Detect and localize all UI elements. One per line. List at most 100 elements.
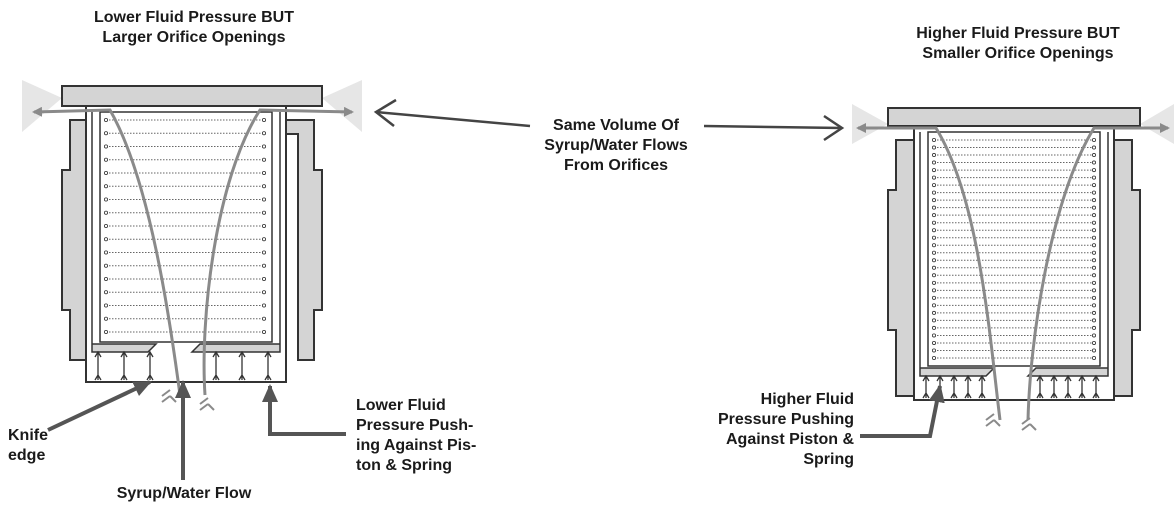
knife-edge-line-2: edge	[8, 447, 46, 464]
spring-coil-end	[104, 303, 109, 308]
spring-coil-end	[1092, 273, 1097, 278]
left-flow-line-2	[202, 106, 354, 396]
spring-coil-end	[932, 333, 937, 338]
pressure-arrow	[1078, 374, 1086, 399]
spring-coil-end	[932, 318, 937, 323]
spring-coil-end	[932, 160, 937, 165]
spring-coil-end	[932, 190, 937, 195]
spring-coil-end	[1092, 295, 1097, 300]
spring-coil-end	[1092, 303, 1097, 308]
left-spray-left	[22, 80, 62, 132]
right-flow-line-2	[1026, 123, 1170, 421]
spring-coil-end	[261, 329, 266, 334]
spring-coil-end	[104, 263, 109, 268]
spring-coil-end	[1092, 250, 1097, 255]
left-valve-unit	[22, 80, 362, 411]
right-spray-right	[1140, 104, 1174, 144]
spring-coil-end	[261, 276, 266, 281]
spring-coil-end	[932, 220, 937, 225]
spring-coil-end	[1092, 145, 1097, 150]
left-pressure-label: Lower Fluid Pressure Push- ing Against P…	[356, 396, 476, 476]
spring-coil-end	[1092, 228, 1097, 233]
spring-coil-end	[1092, 137, 1097, 142]
spring-coil-end	[932, 153, 937, 158]
left-pressure-callout-arrow	[262, 384, 346, 436]
spring-coil-end	[104, 329, 109, 334]
spring-coil-end	[1092, 325, 1097, 330]
pressure-arrow	[950, 374, 958, 399]
pressure-arrow	[94, 350, 102, 381]
left-title-line-2: Larger Orifice Openings	[102, 29, 286, 46]
spring-coil-end	[1092, 198, 1097, 203]
spring-coil-end	[932, 250, 937, 255]
spring-coil-end	[104, 144, 109, 149]
spring-coil-end	[932, 258, 937, 263]
pressure-arrow	[212, 350, 220, 381]
spring-coil-end	[261, 157, 266, 162]
knife-edge-line-1: Knife	[8, 427, 48, 444]
right-pressure-callout-arrow	[860, 384, 945, 438]
same-volume-arrowhead-left	[373, 98, 397, 127]
spring-coil-end	[932, 340, 937, 345]
spring-coil-end	[1092, 175, 1097, 180]
spring-coil-end	[1092, 310, 1097, 315]
spring-coil-end	[932, 325, 937, 330]
syrup-flow-label: Syrup/Water Flow	[116, 485, 252, 502]
pressure-arrow	[1050, 374, 1058, 399]
spring-coil-end	[932, 265, 937, 270]
spring-coil-end	[261, 197, 266, 202]
spring-coil-end	[104, 210, 109, 215]
spring-coil-end	[932, 205, 937, 210]
right-pressure-line-2: Pressure Pushing	[717, 411, 854, 428]
spring-coil-end	[932, 303, 937, 308]
spring-coil-end	[932, 198, 937, 203]
spring-coil-end	[104, 118, 109, 123]
left-pressure-line-3: ing Against Pis-	[356, 437, 477, 454]
pressure-arrow	[1092, 374, 1100, 399]
spring-coil-end	[932, 295, 937, 300]
pressure-arrow	[264, 350, 272, 381]
right-pressure-arrows	[922, 374, 1100, 399]
spring-coil-end	[932, 183, 937, 188]
right-pressure-line-3: Against Piston &	[725, 431, 854, 448]
spring-coil-end	[1092, 235, 1097, 240]
pressure-arrow	[120, 350, 128, 381]
spring-coil-end	[932, 243, 937, 248]
knife-edge-label: Knife edge	[8, 426, 48, 466]
left-flow-tail-2	[199, 397, 215, 411]
pressure-arrow	[978, 374, 986, 399]
spring-coil-end	[932, 137, 937, 142]
spring-coil-end	[104, 157, 109, 162]
spring-coil-end	[104, 170, 109, 175]
spring-coil-end	[1092, 340, 1097, 345]
center-label-line-1: Same Volume Of	[553, 117, 679, 134]
spring-coil-end	[1092, 348, 1097, 353]
spring-coil-end	[1092, 355, 1097, 360]
spring-coil-end	[261, 303, 266, 308]
spring-coil-end	[261, 170, 266, 175]
center-label-line-2: Syrup/Water Flows	[544, 137, 688, 154]
spring-coil-end	[932, 213, 937, 218]
right-spring	[932, 137, 1097, 360]
spring-coil-end	[932, 348, 937, 353]
spring-coil-end	[932, 310, 937, 315]
left-pressure-line-4: ton & Spring	[356, 457, 452, 474]
spring-coil-end	[261, 263, 266, 268]
spring-coil-end	[932, 288, 937, 293]
spring-coil-end	[1092, 280, 1097, 285]
right-flow-line-1	[856, 123, 1002, 421]
right-title-line-2: Smaller Orifice Openings	[922, 45, 1114, 62]
right-pressure-line-1: Higher Fluid	[760, 391, 854, 408]
spring-coil-end	[932, 175, 937, 180]
spring-coil-end	[104, 237, 109, 242]
spring-coil-end	[1092, 288, 1097, 293]
spring-coil-end	[932, 168, 937, 173]
spring-coil-end	[1092, 213, 1097, 218]
spring-coil-end	[1092, 318, 1097, 323]
left-piston	[91, 112, 281, 353]
spring-coil-end	[104, 276, 109, 281]
spring-coil-end	[932, 145, 937, 150]
spring-coil-end	[1092, 220, 1097, 225]
